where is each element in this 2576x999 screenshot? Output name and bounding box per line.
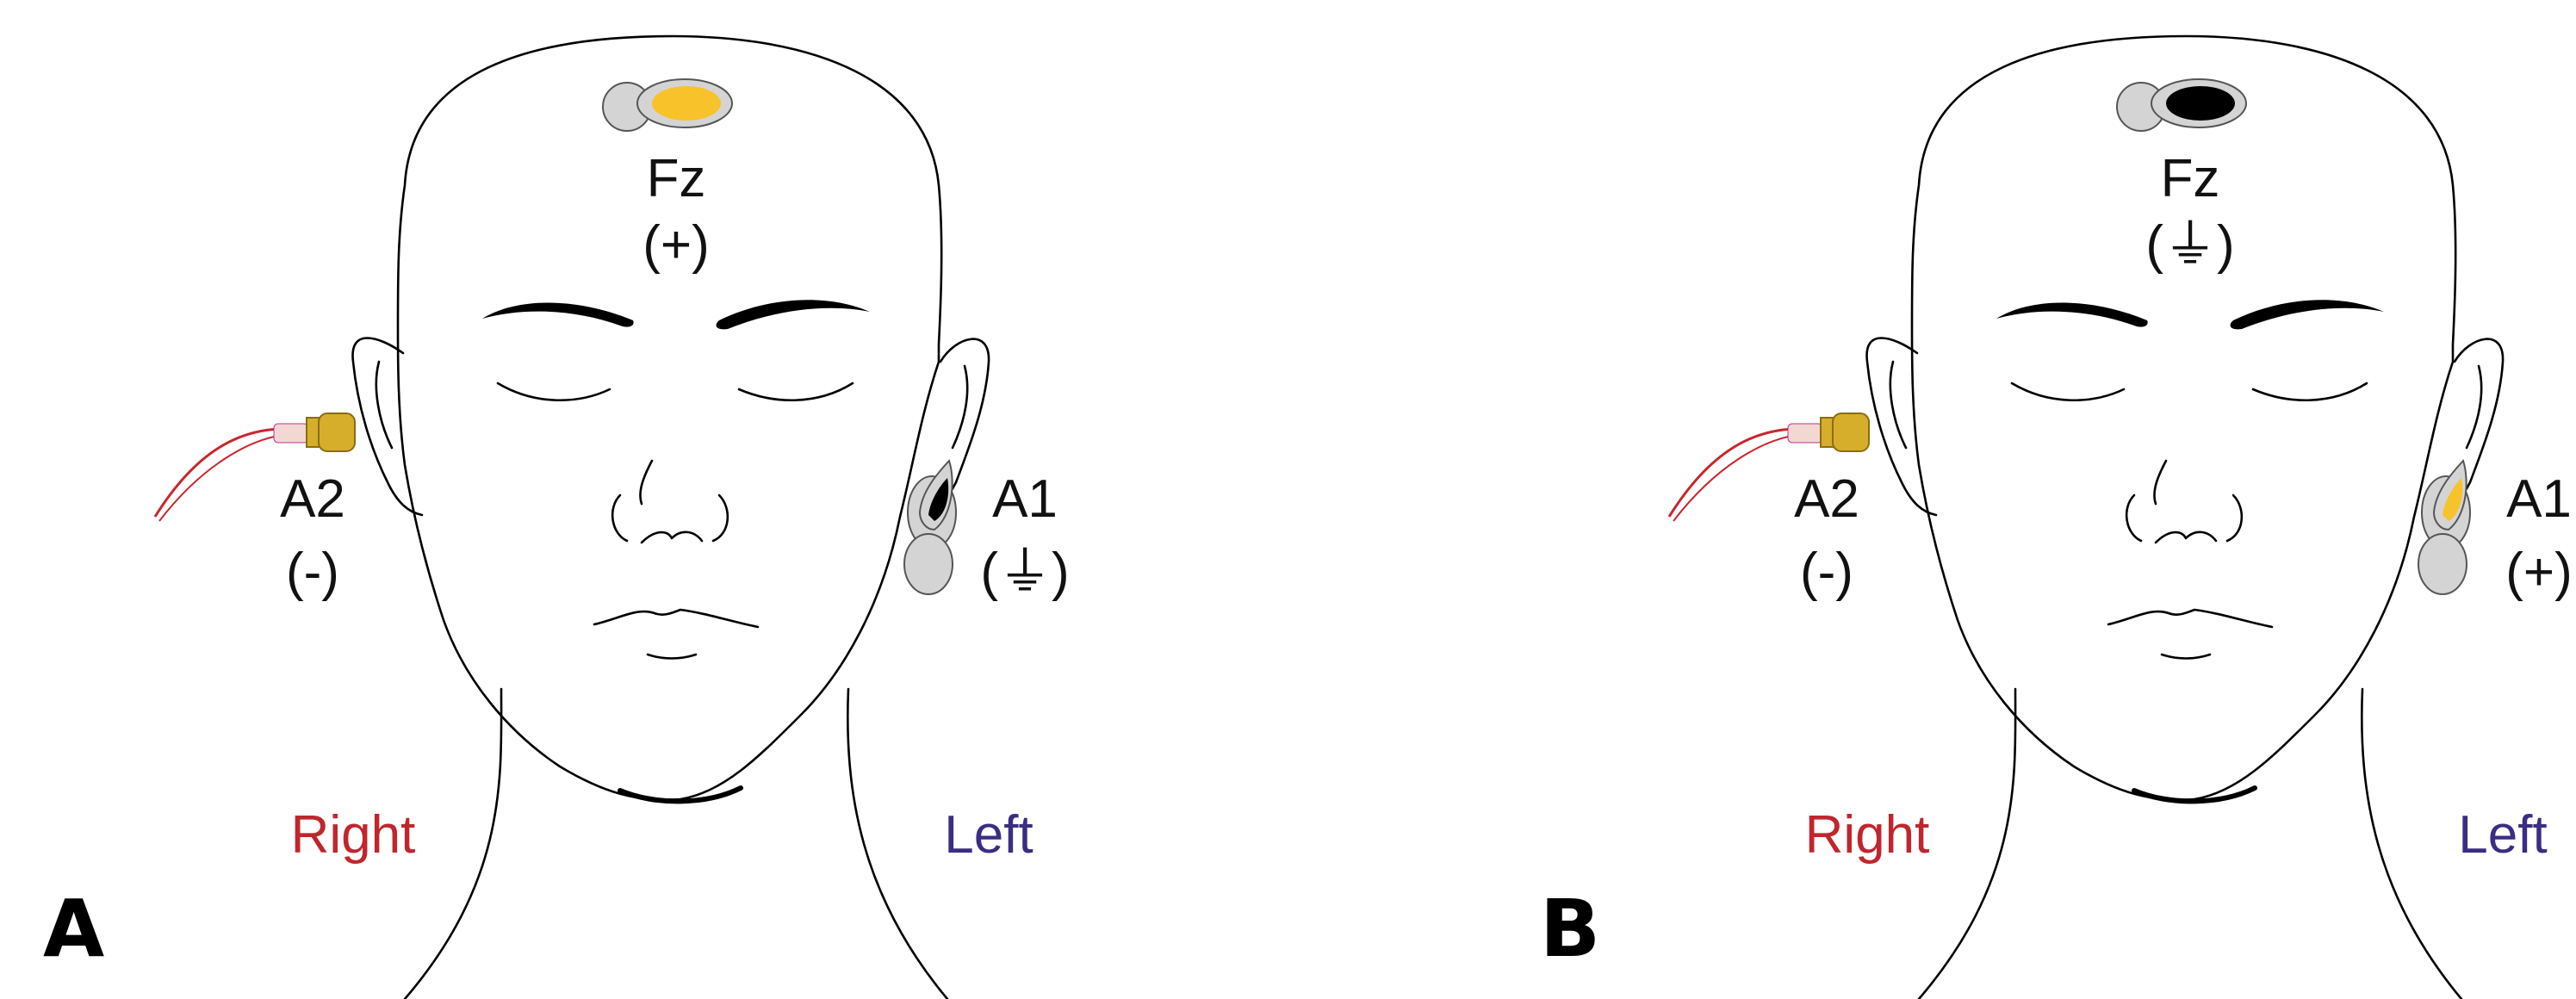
a1-label: A1	[992, 469, 1058, 529]
panel-b: Fz (⏚) A1 (+) A2 (-) Right Left B	[1540, 36, 2573, 999]
fz-label: Fz	[2161, 149, 2220, 208]
a1-sign: (⏚)	[980, 543, 1069, 602]
eye-right	[498, 383, 610, 400]
ear-left-inner	[953, 366, 967, 448]
panel-a: Fz (+) A1 (⏚) A2 (-) Right Left A	[43, 36, 1070, 999]
nose-left	[713, 495, 728, 541]
eye-left	[2253, 383, 2367, 400]
fz-sign: (+)	[642, 215, 710, 275]
panel-a-label: A	[43, 883, 104, 975]
nose-tip	[642, 532, 702, 543]
chin-shadow	[620, 788, 741, 801]
neck-left	[847, 689, 947, 999]
a1-electrode	[904, 461, 956, 594]
fz-sign: (⏚)	[2145, 215, 2234, 275]
a2-sign: (-)	[286, 543, 339, 602]
fz-electrode	[603, 79, 732, 131]
lower-lip	[2162, 655, 2210, 659]
eyebrow-right	[482, 302, 634, 326]
right-side-label: Right	[291, 805, 416, 865]
eye-left	[739, 383, 853, 400]
nose-bridge	[2154, 461, 2166, 504]
neck-left	[2362, 689, 2461, 999]
ear-right-inner	[1890, 362, 1906, 448]
fz-electrode	[2117, 79, 2246, 131]
lower-lip	[648, 655, 696, 659]
neck-right	[405, 689, 501, 999]
right-side-label: Right	[1805, 805, 1930, 865]
nose-left	[2227, 495, 2242, 541]
nose-tip	[2156, 532, 2216, 543]
a1-label: A1	[2506, 469, 2572, 529]
chin-shadow	[2134, 788, 2255, 801]
mouth	[2108, 610, 2272, 627]
eye-right	[2012, 383, 2124, 400]
ear-right-inner	[376, 362, 392, 448]
left-side-label: Left	[2458, 805, 2547, 865]
eyebrow-right	[1996, 302, 2148, 326]
ear-left-inner	[2467, 366, 2481, 448]
nose-right	[2126, 495, 2141, 541]
panel-b-label: B	[1540, 883, 1600, 975]
a2-label: A2	[280, 469, 345, 529]
eyebrow-left	[2231, 300, 2384, 329]
neck-right	[1919, 689, 2015, 999]
fz-contact	[2166, 86, 2235, 121]
a2-label: A2	[1794, 469, 1859, 529]
fz-contact	[652, 86, 721, 121]
ear-right	[353, 338, 422, 516]
a2-sign: (-)	[1800, 543, 1853, 602]
mouth	[594, 610, 758, 627]
nose-bridge	[640, 461, 652, 504]
fz-label: Fz	[647, 149, 706, 208]
nose-right	[612, 495, 627, 541]
ear-right	[1867, 338, 1936, 516]
a1-sign: (+)	[2505, 543, 2573, 602]
left-side-label: Left	[944, 805, 1033, 865]
eyebrow-left	[717, 300, 870, 329]
a1-electrode	[2418, 461, 2470, 594]
